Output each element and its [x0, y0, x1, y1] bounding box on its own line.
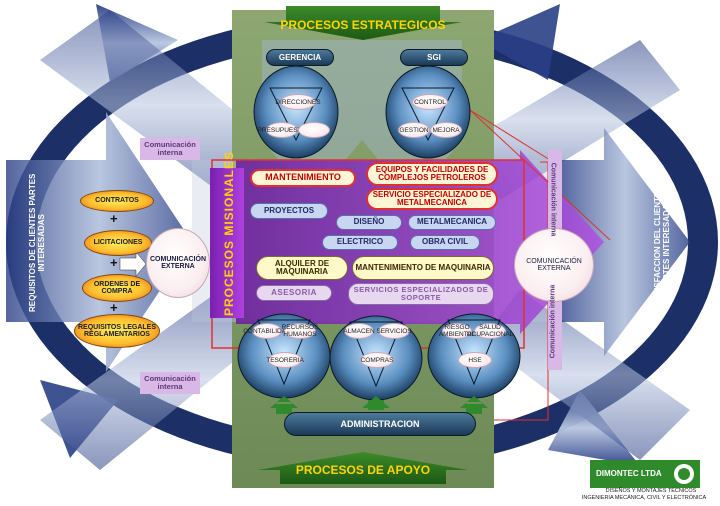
right-output-arrow	[560, 128, 690, 356]
contratos-oval[interactable]: CONTRATOS	[80, 190, 154, 212]
up-arrow-stem-2	[368, 400, 384, 410]
logo-inner	[678, 468, 690, 480]
diagonal-arrow-tl	[40, 10, 270, 200]
support2-item-3: COMPRAS	[360, 352, 394, 368]
ordenes-oval[interactable]: ORDENES DE COMPRA	[82, 274, 152, 302]
up-arrow-1	[270, 396, 298, 408]
left-comm-internal-bottom: Comunicación interna	[140, 372, 200, 394]
sgi-triangle	[401, 87, 455, 142]
obra-civil-pill[interactable]: OBRA CIVIL	[410, 235, 480, 250]
metalmecanica-pill[interactable]: METALMECANICA	[408, 215, 496, 230]
support3-item-3: HSE	[458, 352, 492, 368]
servicio-metalmecanica-pill[interactable]: SERVICIO ESPECIALIZADO DE METALMECANICA	[366, 188, 498, 210]
to-comm-arrow	[119, 251, 147, 277]
ring-arrow-top-right	[478, 4, 560, 80]
left-comm-external: COMUNICACIÓN EXTERNA	[146, 228, 210, 298]
licitaciones-oval[interactable]: LICITACIONES	[84, 230, 152, 256]
right-comm-internal-bottom: Comunicación interna	[549, 284, 557, 359]
support1-item-2: RECURSOS HUMANOS	[281, 323, 319, 339]
gerencia-pill[interactable]: GERENCIA	[266, 49, 334, 66]
logo-name: DIMONTEC LTDA	[596, 468, 662, 478]
support2-item-1: ALMACEN	[343, 323, 375, 339]
requisitos-legales-oval[interactable]: REQUISITOS LEGALES REGLAMENTARIOS	[74, 314, 160, 348]
sgi-item-1: CONTROL	[412, 94, 448, 110]
right-comm-external: COMUNICACIÓN EXTERNA	[514, 228, 594, 302]
bottom-banner-arrow	[258, 452, 468, 484]
electrico-pill[interactable]: ELECTRICO	[322, 235, 398, 250]
support1-item-1: CONTABILIDAD	[243, 323, 291, 339]
up-arrow-stem-3	[466, 404, 482, 414]
mant-maquinaria-pill[interactable]: MANTENIMIENTO DE MAQUINARIA	[352, 256, 494, 280]
up-arrow-3	[460, 396, 488, 408]
support3-item-2: SALUD OCUPACIONAL	[466, 323, 514, 339]
logo-line1: DISEÑOS Y MONTAJES TÉCNICOS	[605, 488, 697, 494]
sgi-bubble	[385, 65, 471, 159]
up-arrow-stem-1	[276, 404, 292, 414]
left-side-label: REQUISITOS DE CLIENTES PARTES INTERESADA…	[28, 173, 46, 312]
right-side-label: SATISFACCION DEL CLIENTE Y PARTES INTERE…	[653, 184, 671, 306]
connector-line-2	[469, 109, 551, 161]
asesoria-pill[interactable]: ASESORIA	[256, 285, 332, 301]
gerencia-item-3	[298, 122, 330, 138]
gerencia-triangle	[269, 87, 323, 142]
plus-3: +	[110, 300, 118, 315]
ring-arrow-bottom-right	[548, 390, 640, 466]
equipos-pill[interactable]: EQUIPOS Y FACILIDADES DE COMPLEJOS PETRO…	[366, 162, 498, 186]
support-triangle-1	[257, 319, 311, 386]
servicios-soporte-pill[interactable]: SERVICIOS ESPECIALIZADOS DE SOPORTE	[348, 283, 494, 305]
administracion-pill[interactable]: ADMINISTRACION	[284, 412, 476, 436]
sgi-item-3: MEJORA	[430, 122, 462, 138]
diseno-pill[interactable]: DISEÑO	[336, 215, 402, 230]
missional-label: PROCESOS MISIONALES	[222, 150, 236, 316]
sgi-item-2: GESTION	[398, 122, 430, 138]
alquiler-pill[interactable]: ALQUILER DE MAQUINARIA	[256, 256, 348, 280]
diagonal-arrow-br	[480, 290, 690, 460]
support3-item-1: RIESGO AMBIENTAL	[438, 323, 476, 339]
plus-1: +	[110, 211, 118, 226]
support1-item-3: TESORERIA	[266, 352, 304, 368]
top-banner-arrow	[264, 6, 462, 40]
left-comm-internal-top: Comunicación interna	[140, 138, 200, 160]
gerencia-item-2: PRESUPUESTO	[258, 122, 307, 138]
mantenimiento-pill[interactable]: MANTENIMIENTO	[250, 169, 356, 187]
gerencia-item-1: DIRECCIONES	[275, 94, 321, 110]
proyectos-pill[interactable]: PROYECTOS	[250, 203, 328, 219]
logo-line2: INGENIERIA MECÁNICA, CIVIL Y ELECTRÓNICA	[581, 495, 707, 501]
support-title: PROCESOS DE APOYO	[295, 463, 431, 477]
missional-label-band	[210, 168, 244, 318]
right-comm-internal-top: Comunicación interna	[549, 162, 557, 237]
plus-2: +	[110, 255, 118, 270]
sgi-pill[interactable]: SGI	[400, 49, 468, 66]
support2-item-2: SERVICIOS	[376, 323, 412, 339]
strategic-title: PROCESOS ESTRATEGICOS	[280, 17, 446, 32]
gerencia-bubble	[253, 65, 339, 159]
connector-line-1	[469, 109, 611, 241]
support-triangle-3	[447, 319, 501, 386]
